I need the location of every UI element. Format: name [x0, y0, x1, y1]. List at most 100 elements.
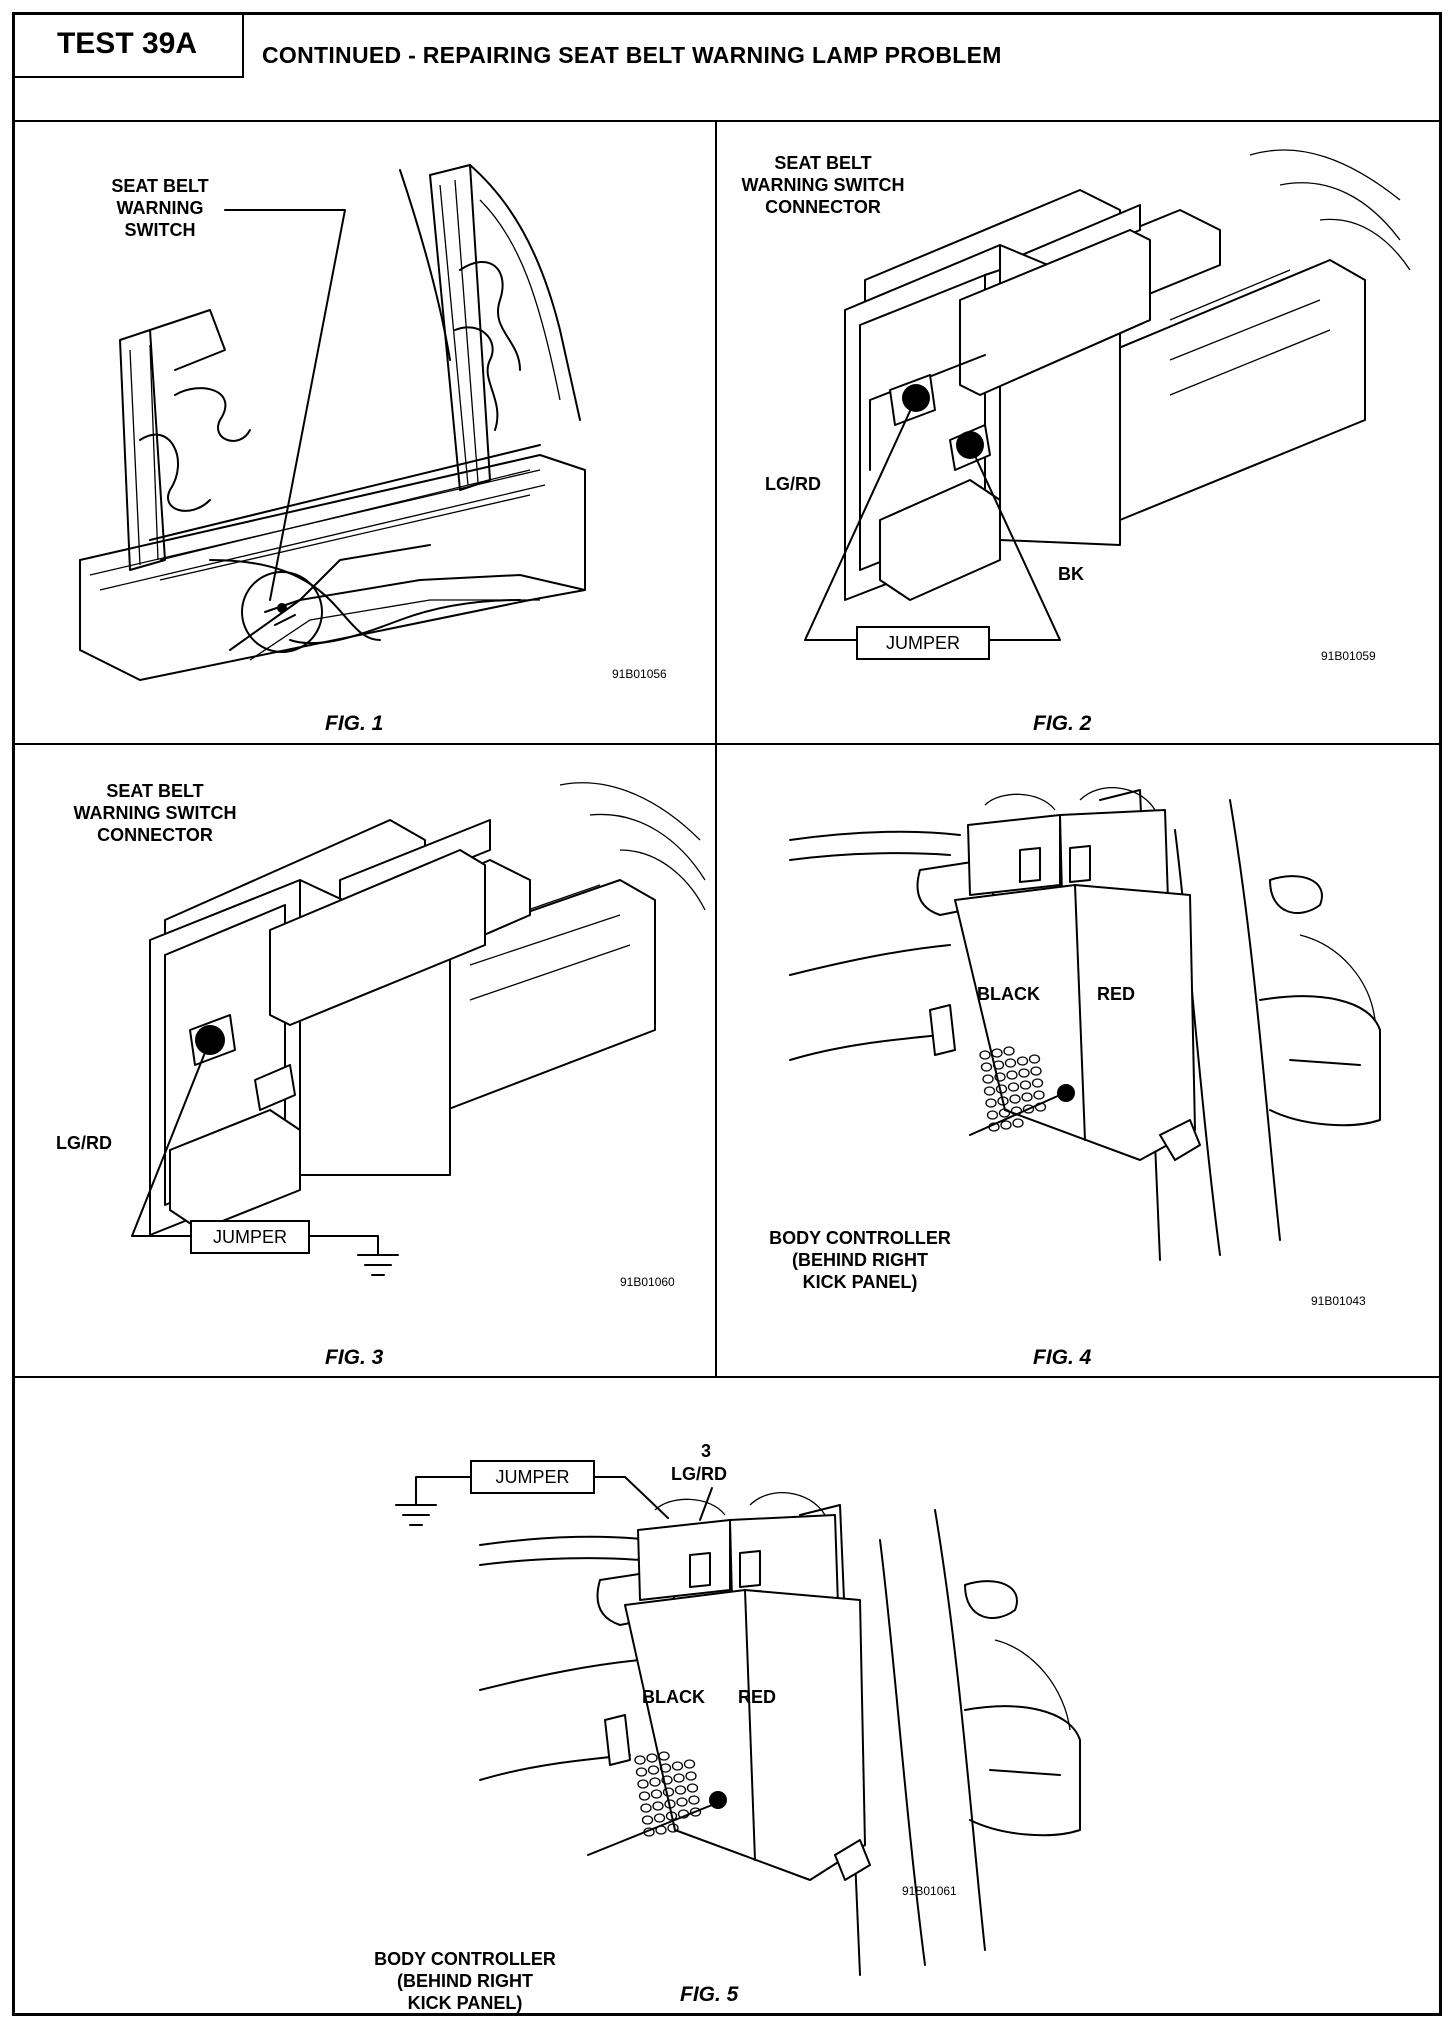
fig2-caption: FIG. 2 — [1033, 712, 1092, 735]
vent-hole — [983, 1086, 996, 1096]
fig1-leader-line — [224, 209, 346, 601]
fig4-caption: FIG. 4 — [1033, 1346, 1092, 1369]
fig1-label-seat-belt-warning-switch: SEAT BELT WARNING SWITCH — [111, 176, 209, 240]
vent-hole — [1021, 1092, 1033, 1102]
fig2-label-connector: SEAT BELT WARNING SWITCH CONNECTOR — [741, 153, 905, 217]
fig2-code: 91B01059 — [1321, 649, 1376, 663]
vent-hole — [1018, 1068, 1030, 1078]
vent-hole — [667, 1823, 679, 1833]
fig2-label-lg-rd: LG/RD — [765, 474, 821, 494]
fig5-label-lg-rd: LG/RD — [671, 1464, 727, 1484]
vent-hole — [998, 1108, 1011, 1118]
vent-hole — [979, 1050, 991, 1060]
vent-hole — [652, 1801, 664, 1811]
fig5-jumper-wire — [594, 1476, 669, 1519]
fig2-label-bk: BK — [1058, 564, 1084, 584]
fig4-leader-line — [969, 1094, 1061, 1136]
fig2-jumper-wire-left — [804, 397, 917, 641]
vent-hole — [1030, 1066, 1042, 1076]
row2-divider — [12, 1376, 1442, 1378]
vent-hole — [640, 1803, 652, 1813]
vent-hole — [1028, 1054, 1041, 1064]
vent-hole — [674, 1785, 687, 1795]
test-label: TEST 39A — [12, 12, 244, 78]
fig5-jumper-box: JUMPER — [470, 1460, 595, 1494]
fig3-label-connector: SEAT BELT WARNING SWITCH CONNECTOR — [73, 781, 237, 845]
fig3-jumper-wire — [131, 1039, 211, 1237]
vent-hole — [982, 1074, 994, 1084]
fig3-ground-symbol — [357, 1254, 399, 1276]
vent-hole — [658, 1751, 670, 1761]
vent-hole — [1016, 1056, 1029, 1066]
fig3-label-lg-rd: LG/RD — [56, 1133, 112, 1153]
vent-hole — [635, 1767, 648, 1777]
vent-hole — [661, 1775, 673, 1785]
fig5-lg-rd-leader — [699, 1487, 713, 1521]
page-title: CONTINUED - REPAIRING SEAT BELT WARNING … — [262, 42, 1002, 68]
page-frame — [12, 12, 1442, 2016]
fig4-label-red: RED — [1097, 984, 1136, 1004]
fig4-label-black: BLACK — [977, 984, 1040, 1004]
fig5-label-body-controller: BODY CONTROLLER (BEHIND RIGHT KICK PANEL… — [374, 1949, 556, 2013]
vent-hole — [641, 1815, 654, 1825]
vent-hole — [1012, 1118, 1024, 1128]
vent-hole — [662, 1787, 675, 1797]
vent-hole — [1003, 1046, 1015, 1056]
vent-hole — [995, 1084, 1008, 1094]
row1-divider — [12, 743, 1442, 745]
fig3-caption: FIG. 3 — [325, 1346, 384, 1369]
vent-hole — [980, 1062, 993, 1072]
fig4-label-body-controller: BODY CONTROLLER (BEHIND RIGHT KICK PANEL… — [769, 1228, 951, 1292]
fig5-label-pin-number: 3 — [700, 1441, 711, 1461]
vent-hole — [1031, 1078, 1044, 1088]
vent-hole — [650, 1789, 663, 1799]
fig1-vehicle-body — [79, 164, 586, 681]
fig1-code: 91B01056 — [612, 667, 667, 681]
vent-hole — [676, 1797, 688, 1807]
vent-hole — [637, 1779, 649, 1789]
vent-hole — [647, 1765, 660, 1775]
fig3-code: 91B01060 — [620, 1275, 675, 1289]
vent-hole — [659, 1763, 672, 1773]
vent-hole — [671, 1761, 684, 1771]
vent-hole — [689, 1807, 702, 1817]
fig4-code: 91B01043 — [1311, 1294, 1366, 1308]
fig5-ground-symbol — [395, 1504, 437, 1526]
vent-hole — [1019, 1080, 1032, 1090]
fig5-body-controller — [479, 1492, 1081, 1976]
fig2-jumper-box: JUMPER — [856, 626, 990, 660]
fig4-vent-holes — [979, 1046, 1047, 1132]
vent-hole — [653, 1813, 666, 1823]
fig1-caption: FIG. 1 — [325, 712, 384, 735]
vent-hole — [664, 1799, 676, 1809]
vent-hole — [992, 1060, 1005, 1070]
vent-hole — [985, 1098, 997, 1108]
vent-hole — [994, 1072, 1006, 1082]
fig3-jumper-wire-to-ground — [309, 1235, 379, 1256]
vent-hole — [683, 1759, 696, 1769]
vent-hole — [1006, 1070, 1018, 1080]
fig5-code: 91B01061 — [902, 1884, 957, 1898]
vent-hole — [685, 1771, 697, 1781]
fig3-jumper-box: JUMPER — [190, 1220, 310, 1254]
vent-hole — [649, 1777, 661, 1787]
vent-hole — [1000, 1120, 1012, 1130]
column-divider — [715, 120, 717, 1377]
fig5-leader-line — [587, 1804, 713, 1856]
vent-hole — [1004, 1058, 1017, 1068]
vent-hole — [986, 1110, 999, 1120]
vent-hole — [1009, 1094, 1021, 1104]
vent-hole — [688, 1795, 700, 1805]
fig5-vent-holes — [634, 1751, 702, 1837]
vent-hole — [1022, 1104, 1035, 1114]
vent-hole — [646, 1753, 658, 1763]
fig5-label-black: BLACK — [642, 1687, 705, 1707]
fig5-label-red: RED — [738, 1687, 777, 1707]
vent-hole — [1033, 1090, 1045, 1100]
fig2-connector — [844, 149, 1411, 601]
